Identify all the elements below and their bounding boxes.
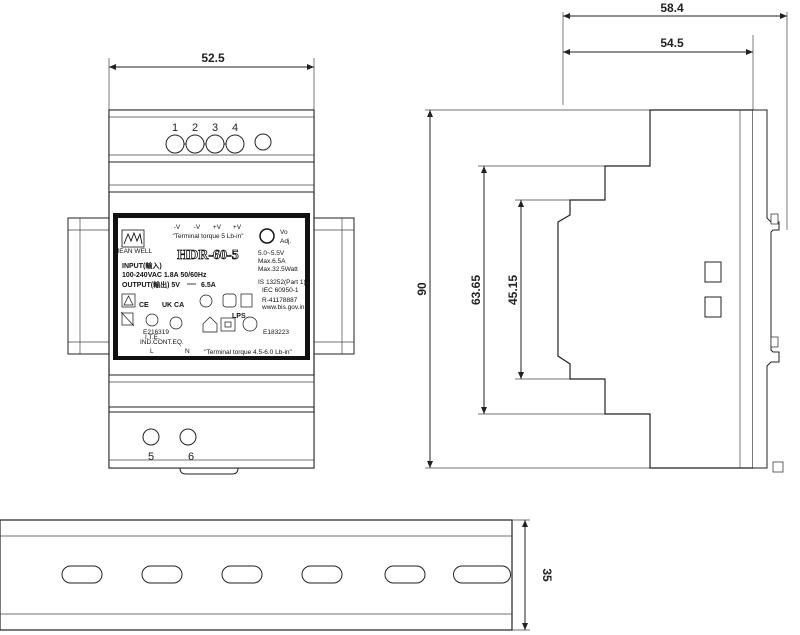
terminal-number-2: 2 bbox=[192, 122, 198, 134]
terminal-number-1: 1 bbox=[172, 122, 178, 134]
pin-l-label: L bbox=[150, 348, 154, 355]
bottom-terminal-block bbox=[108, 411, 315, 469]
vo-adj-label-1: Vo bbox=[280, 229, 288, 236]
side-profile bbox=[557, 109, 754, 469]
spec-max-a: Max.6.5A bbox=[258, 258, 286, 265]
clip-tab-bottom bbox=[770, 336, 779, 348]
cb-mark-icon bbox=[199, 294, 213, 308]
torque-top-text: "Terminal torque 5 Lb-in" bbox=[172, 233, 244, 240]
terminal-number-4: 4 bbox=[232, 122, 238, 134]
output-value: 6.5A bbox=[201, 282, 216, 289]
ukca-mark: UK CA bbox=[162, 302, 184, 309]
rail-slot-6 bbox=[453, 565, 511, 584]
terminal-number-6: 6 bbox=[188, 451, 194, 463]
input-value: 100-240VAC 1.8A 50/60Hz bbox=[122, 272, 207, 279]
width-dim-label: 52.5 bbox=[201, 51, 225, 65]
spec-max-w: Max.32.5Watt bbox=[258, 266, 298, 273]
vo-adj-potentiometer bbox=[259, 228, 275, 244]
height-dim-label: 90 bbox=[415, 282, 429, 296]
rail-slot-1 bbox=[61, 565, 103, 584]
din-clip-profile bbox=[753, 109, 780, 469]
indoor-use-icon bbox=[202, 316, 218, 333]
ce-mark: CE bbox=[139, 302, 149, 309]
rail-slot-4 bbox=[301, 565, 343, 584]
pin-label-2: -V bbox=[194, 224, 201, 231]
ite-text: I.T.E. bbox=[145, 334, 160, 341]
torque-bottom-text: "Terminal torque 4.5-6.0 Lb-in" bbox=[204, 349, 292, 356]
bottom-shoulder bbox=[108, 374, 315, 408]
bis-reg: R-41178887 bbox=[262, 297, 298, 304]
lps-mark: LPS bbox=[232, 313, 246, 320]
rail-height-label: 35 bbox=[540, 568, 554, 582]
weee-cross-icon bbox=[120, 311, 135, 327]
rail-slot-2 bbox=[141, 565, 183, 584]
standard-line-2: IEC 60950-1 bbox=[262, 287, 299, 294]
eac-mark-icon bbox=[240, 293, 253, 308]
class2-icon bbox=[220, 317, 236, 332]
latch-clip bbox=[179, 467, 239, 475]
standard-line-1: IS 13252(Part 1)/ bbox=[258, 279, 308, 286]
clip-latch bbox=[772, 461, 784, 473]
model-number: HDR-60-5 bbox=[177, 248, 238, 263]
ul-mark-icon bbox=[145, 313, 159, 327]
brand-name: MEAN WELL bbox=[114, 248, 153, 255]
depth-body-label: 54.5 bbox=[660, 36, 684, 50]
ind-text: IND.CONT.EQ. bbox=[140, 339, 184, 346]
pin-n-label: N bbox=[185, 348, 190, 355]
depth-overall-label: 58.4 bbox=[660, 1, 684, 15]
side-view: 58.4 54.5 90 63.65 45.15 bbox=[415, 1, 788, 473]
vo-adj-label-2: Adj. bbox=[280, 238, 291, 245]
cert-e: E183223 bbox=[263, 329, 289, 336]
output-label: OUTPUT(輸出) 5V bbox=[122, 280, 180, 289]
input-label: INPUT(輸入) bbox=[122, 261, 162, 270]
side-vent-top bbox=[704, 261, 722, 283]
pin-label-4: +V bbox=[233, 224, 242, 231]
terminal-number-3: 3 bbox=[212, 122, 218, 134]
terminal-number-5: 5 bbox=[148, 451, 154, 463]
rail-slot-5 bbox=[384, 565, 426, 584]
efficiency-mark-icon bbox=[169, 316, 183, 330]
front-view: 52.5 1 2 3 4 5 6 bbox=[67, 51, 355, 475]
cert-ul: E216319 bbox=[143, 329, 169, 336]
inner-height-2-label: 45.15 bbox=[506, 275, 520, 305]
top-terminal-hole bbox=[254, 133, 272, 151]
warning-icon bbox=[121, 293, 136, 308]
pin-label-1: -V bbox=[174, 224, 181, 231]
spec-range: 5.0~5.5V bbox=[258, 250, 285, 257]
brand-logo: MEAN WELL bbox=[114, 229, 153, 255]
ul-recognized-icon bbox=[242, 316, 258, 332]
rcm-mark-icon bbox=[222, 293, 237, 308]
clip-tab-top bbox=[770, 213, 779, 225]
class2-inner-icon bbox=[224, 321, 232, 328]
top-shoulder bbox=[108, 161, 315, 193]
terminal-screw-6 bbox=[179, 428, 197, 446]
terminal-screw-5 bbox=[142, 428, 160, 446]
rail-slot-3 bbox=[221, 565, 263, 584]
top-terminal-screws bbox=[165, 134, 245, 154]
triangle-icon bbox=[123, 295, 134, 306]
label-panel bbox=[118, 218, 305, 356]
bis-web: www.bis.gov.in bbox=[261, 304, 305, 311]
inner-height-1-label: 63.65 bbox=[469, 275, 483, 305]
side-vent-bottom bbox=[704, 296, 722, 318]
pin-label-3: +V bbox=[213, 224, 222, 231]
rail-view: 35 bbox=[0, 519, 554, 631]
